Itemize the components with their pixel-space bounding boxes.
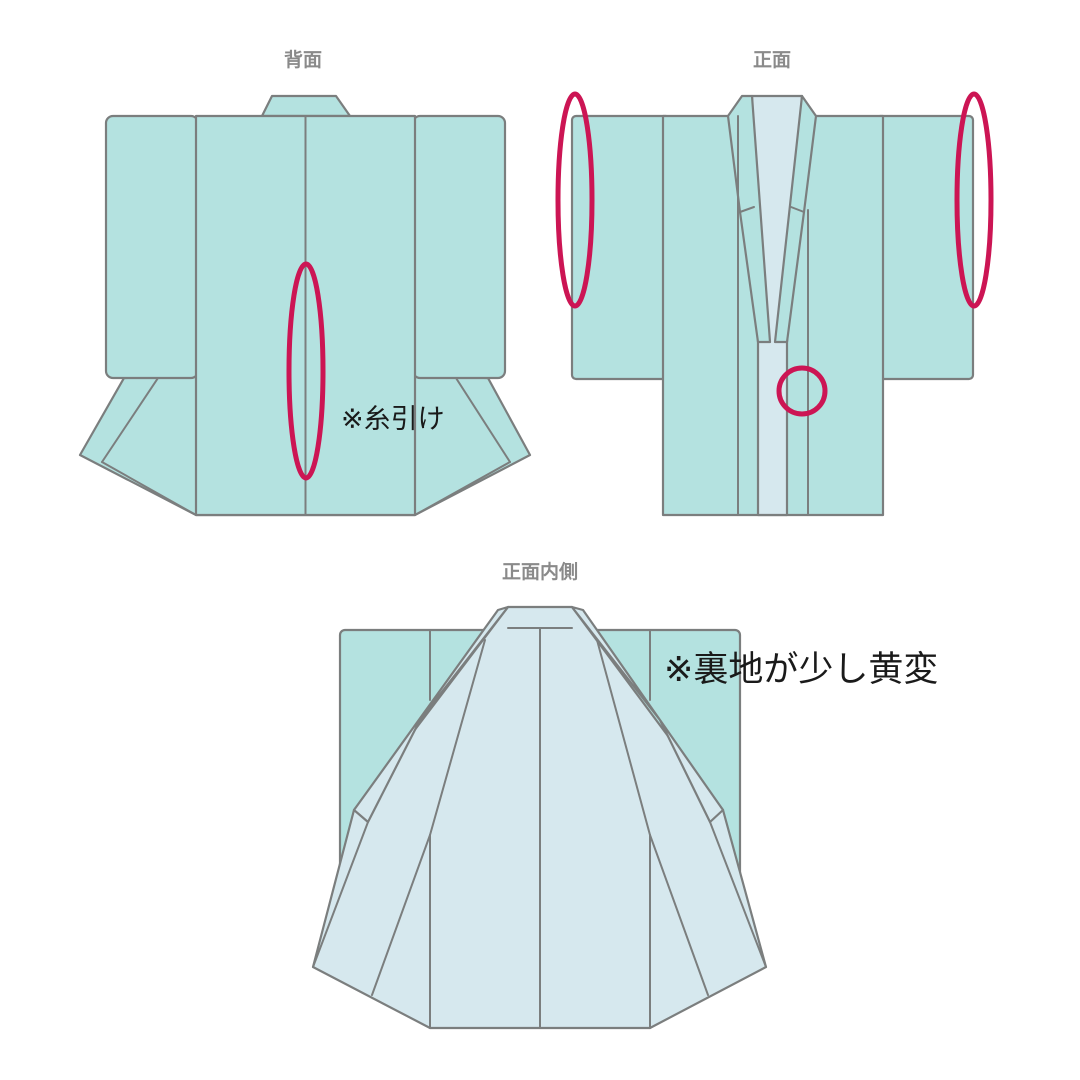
inside-view-label: 正面内側 [502,560,578,583]
inside-seam-left-outer [312,821,369,968]
front-collar-fold-left [739,206,755,213]
inside-collar-right [570,605,725,824]
front-view-label: 正面 [753,49,791,71]
inside-gusset-right [649,834,709,996]
inside-seam-right-outer [709,821,767,968]
inside-collar-left [352,605,510,824]
back-view: 背面 ※糸引け [78,48,532,517]
back-hem-left [101,461,197,516]
front-view: 正面 [555,49,994,517]
back-hem-right [414,461,511,516]
front-right-sleeve-marker [954,91,994,309]
inside-gusset-left [371,834,431,996]
back-gusset-seam-left [101,377,159,463]
front-left-sleeve [570,114,672,381]
inside-seam-left-inner [429,639,486,836]
back-thread-pull-note: ※糸引け [341,404,445,435]
inside-view: 正面内側 ※裏地が少し黄変 [311,560,938,1030]
back-left-sleeve [104,114,200,380]
front-collar-fold-right [790,206,805,213]
back-gusset-seam-right [455,377,511,463]
front-body-spot-marker [776,365,828,417]
back-view-label: 背面 [284,48,322,71]
inside-seam-right-inner [596,639,651,836]
inside-lining-yellowing-note: ※裏地が少し黄変 [664,650,938,690]
back-right-sleeve [411,114,507,380]
back-thread-pull-marker [286,261,326,481]
front-left-sleeve-marker [555,91,595,309]
front-collar-right [773,94,818,344]
back-collar [260,94,352,118]
